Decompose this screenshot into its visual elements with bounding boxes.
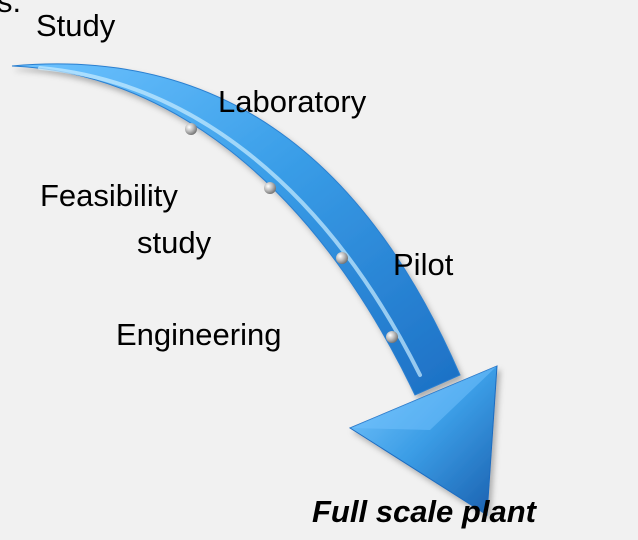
- stage-label-feasibility-study: study: [137, 225, 212, 260]
- stage-label-pilot: Pilot: [393, 247, 454, 282]
- milestone-bead-laboratory: [185, 123, 197, 135]
- stage-label-feasibility: Feasibility: [40, 178, 178, 213]
- final-stage-label: Full scale plant: [312, 494, 536, 529]
- milestone-bead-feasibility: [264, 182, 276, 194]
- milestone-bead-pilot: [336, 252, 348, 264]
- milestone-bead-engineering: [386, 331, 398, 343]
- stage-label-engineering: Engineering: [116, 317, 282, 352]
- stage-label-laboratory: Laboratory: [218, 84, 367, 119]
- clipped-text-fragment: s.: [0, 0, 22, 19]
- stage-label-study: Study: [36, 8, 116, 43]
- arrow-highlight: [38, 66, 422, 377]
- arrow-head-facet: [350, 366, 497, 430]
